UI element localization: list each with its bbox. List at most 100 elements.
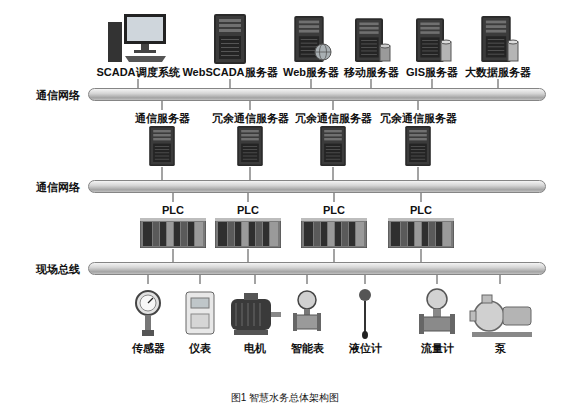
icon-space	[210, 12, 250, 64]
bus-label: 通信网络	[36, 180, 80, 194]
bus-drop-line	[172, 193, 173, 202]
device-node: 冗余通信服务器	[292, 110, 375, 167]
device-node: GIS服务器	[403, 12, 461, 79]
server-tower	[320, 126, 346, 166]
electric-motor	[231, 293, 281, 335]
plc-rack	[215, 218, 281, 248]
device-label: PLC	[323, 203, 345, 217]
bus-drop-line	[332, 101, 333, 110]
device-node: WebSCADA服务器	[179, 12, 280, 79]
gis-server	[416, 18, 451, 62]
level-gauge	[359, 289, 371, 339]
network-bus: 现场总线	[88, 262, 546, 275]
cylinder-top	[508, 40, 518, 44]
storage-cylinder	[441, 42, 451, 61]
flowmeter-neck	[433, 309, 441, 317]
pump-inlet	[470, 311, 476, 321]
device-node: 电机	[226, 284, 284, 355]
screen	[127, 17, 163, 41]
device-node: SCADA调度系统	[93, 12, 182, 79]
bus-drop-line	[229, 79, 230, 88]
device-label: PLC	[237, 203, 259, 217]
webscada-server	[214, 14, 246, 64]
bus-drop-line	[499, 275, 500, 284]
meter-case	[186, 292, 214, 334]
bus-drop-line	[137, 79, 138, 88]
gauge-nut	[142, 330, 154, 336]
flowmeter-flange	[450, 314, 455, 334]
icon-space	[233, 125, 267, 167]
gauge-stem	[145, 315, 151, 330]
figure-caption: 图1 智慧水务总体架构图	[0, 391, 570, 404]
icon-space	[133, 284, 163, 340]
bus-drop-line	[431, 79, 432, 88]
device-label: 流量计	[421, 341, 454, 355]
keyboard	[125, 56, 166, 62]
pump-outlet	[482, 295, 492, 303]
bus-drop-line	[497, 79, 498, 88]
flowmeter-pipe	[423, 317, 451, 331]
plc-rack	[388, 218, 454, 248]
icon-space	[215, 217, 281, 249]
bus-drop-line	[147, 275, 148, 284]
device-label: 液位计	[349, 341, 382, 355]
icon-space	[316, 125, 350, 167]
motor-feet	[234, 330, 268, 335]
bus-drop-line	[370, 79, 371, 88]
meter-head	[298, 291, 316, 309]
device-node: PLC	[298, 202, 370, 249]
scada-pc	[108, 14, 166, 62]
device-label: 大数据服务器	[465, 65, 531, 79]
device-node: 液位计	[346, 284, 385, 355]
icon-space	[229, 284, 281, 340]
device-node: 移动服务器	[341, 12, 402, 79]
storage-cylinder	[508, 42, 518, 61]
bus-drop-line	[306, 275, 307, 284]
smart-meter	[293, 291, 321, 331]
device-label: 泵	[495, 341, 506, 355]
motor-body	[231, 299, 271, 330]
meter-panel	[191, 314, 209, 328]
meter-box	[186, 292, 214, 334]
bus-drop-line	[172, 249, 173, 262]
bus-drop-line	[333, 249, 334, 262]
device-node: 大数据服务器	[462, 12, 534, 79]
gauge-face	[140, 295, 156, 311]
bus-drop-line	[310, 79, 311, 88]
bus-label: 现场总线	[36, 262, 80, 276]
monitor-base	[134, 50, 156, 53]
gauge-needle	[148, 298, 153, 303]
device-node: 仪表	[182, 284, 218, 355]
server-tower	[355, 18, 383, 62]
monitor	[124, 14, 166, 44]
bus-drop-line	[417, 167, 418, 180]
device-node: 流量计	[415, 284, 459, 355]
server-tower	[416, 18, 444, 62]
icon-space	[388, 217, 454, 249]
pc-tower	[108, 22, 122, 62]
icon-space	[291, 12, 331, 64]
device-node: 传感器	[129, 284, 168, 355]
icon-space	[145, 125, 179, 167]
server-tower	[149, 126, 175, 166]
pressure-sensor	[136, 291, 160, 336]
motor-fin	[242, 303, 243, 326]
motor-shaft	[271, 312, 281, 317]
icon-space	[140, 217, 206, 249]
bus-drop-line	[420, 193, 421, 202]
bus-label: 通信网络	[36, 88, 80, 102]
icon-space	[351, 12, 391, 64]
device-label: 智能表	[291, 341, 324, 355]
meter-pipe	[296, 315, 318, 329]
gauge-head	[359, 289, 371, 301]
bus-drop-line	[161, 101, 162, 110]
bus-drop-line	[249, 101, 250, 110]
server-tower	[237, 126, 263, 166]
plc-racks	[140, 218, 454, 248]
device-node: PLC	[137, 202, 209, 249]
device-label: PLC	[162, 203, 184, 217]
cylinder-top	[441, 40, 451, 44]
bus-drop-line	[247, 249, 248, 262]
globe	[315, 44, 331, 60]
